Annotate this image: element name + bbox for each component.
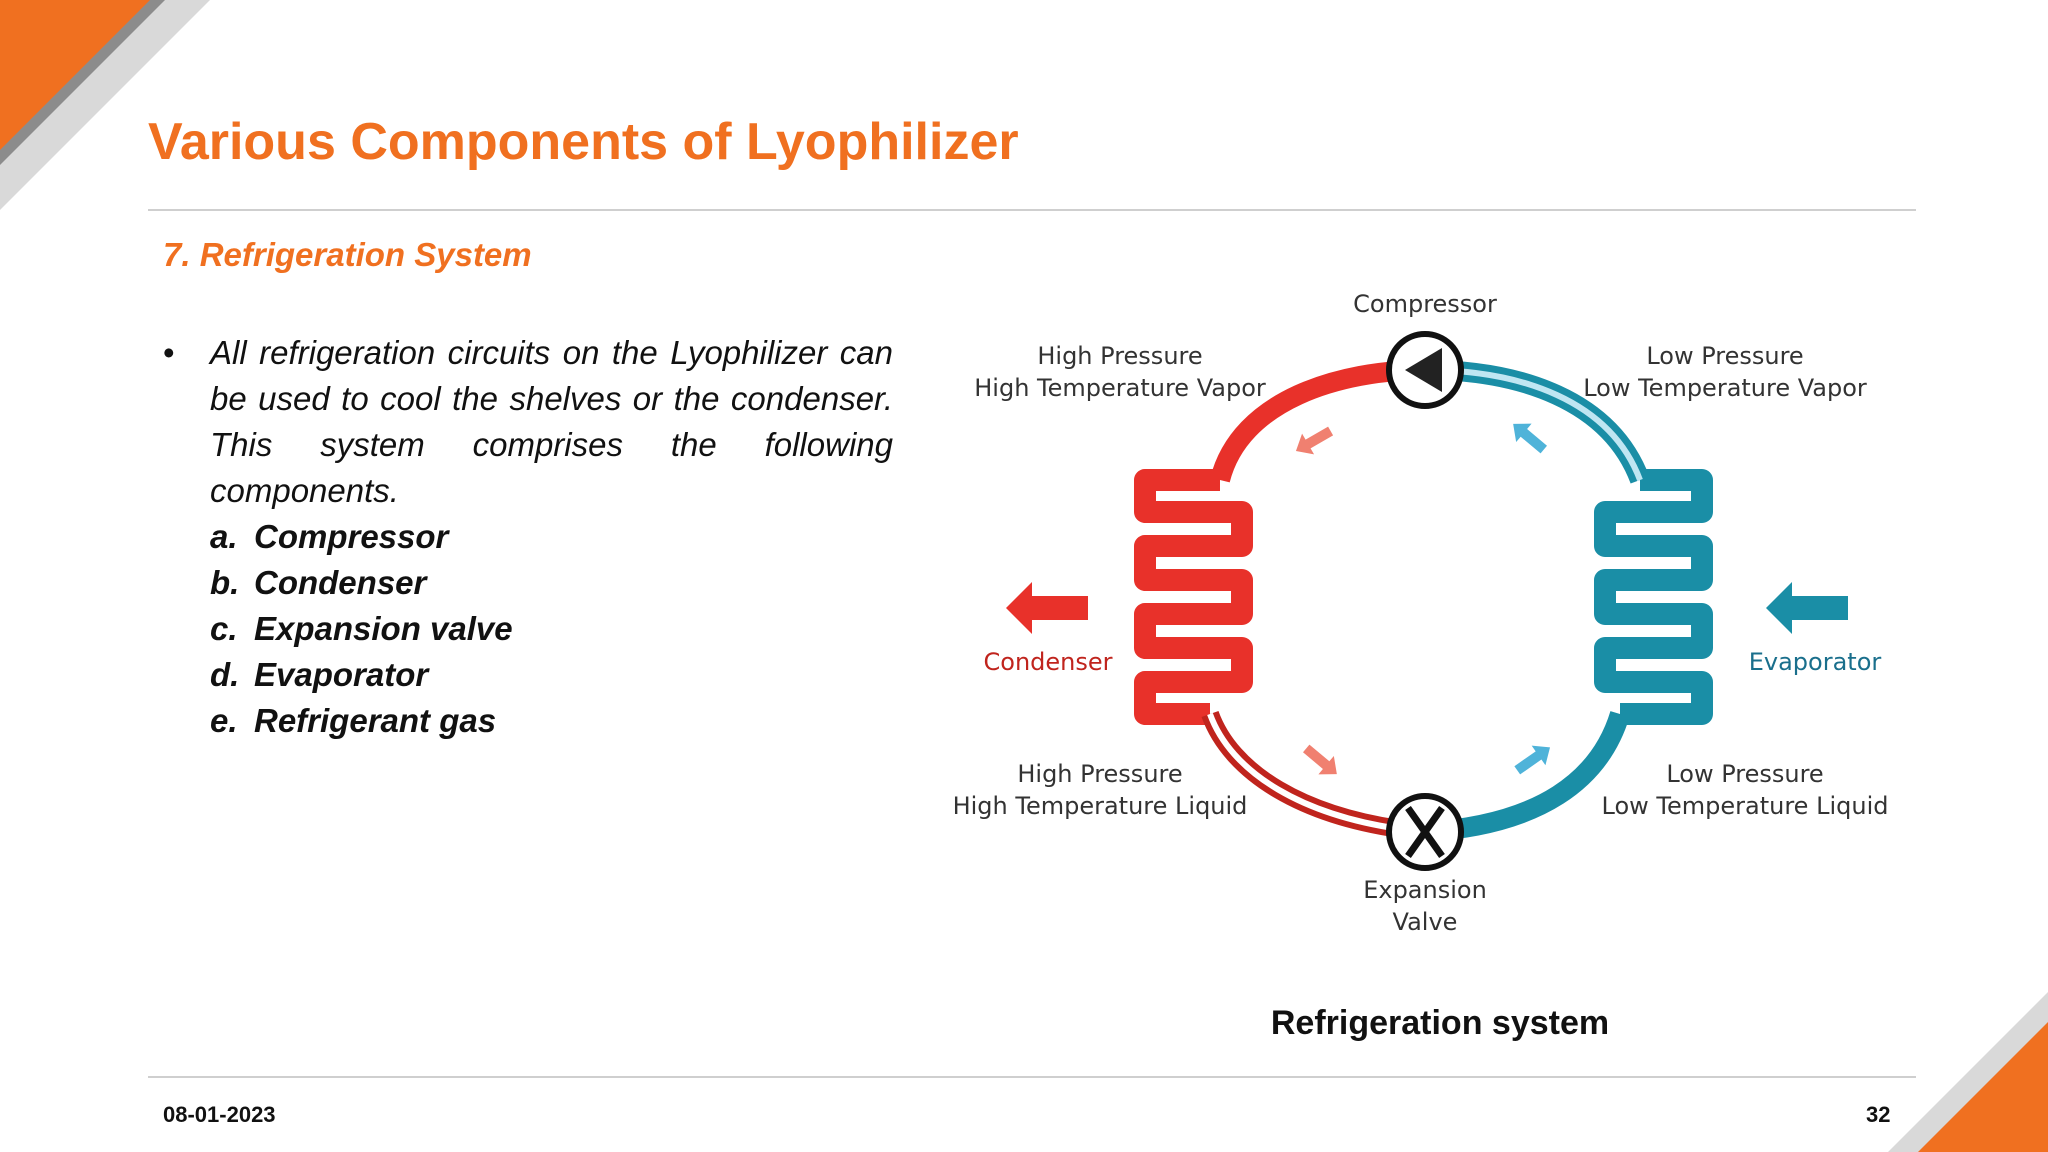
heat-out-arrow-icon [1006, 582, 1088, 634]
bullet-icon: • [163, 334, 175, 371]
heat-in-arrow-icon [1766, 582, 1848, 634]
lp-vapor-label-line1: Low Pressure [1646, 342, 1803, 370]
flow-arrow-icon [1513, 423, 1548, 454]
lp-liquid-label-line2: Low Temperature Liquid [1602, 792, 1889, 820]
slide-title: Various Components of Lyophilizer [148, 113, 1019, 171]
expansion-valve-label-line2: Valve [1393, 908, 1458, 936]
component-item: d. Evaporator [210, 652, 893, 698]
footer-divider [148, 1076, 1916, 1078]
lp-liquid-label-line1: Low Pressure [1666, 760, 1823, 788]
compressor-icon [1386, 331, 1464, 409]
component-item: a. Compressor [210, 514, 893, 560]
expansion-valve-icon [1386, 793, 1464, 871]
component-item: b. Condenser [210, 560, 893, 606]
compressor-label: Compressor [1353, 290, 1497, 318]
hp-liquid-label-line2: High Temperature Liquid [953, 792, 1248, 820]
component-letter: a. [210, 518, 238, 555]
component-label: Condenser [254, 564, 427, 601]
refrigeration-diagram: Compressor High Pressure High Temperatur… [953, 290, 1889, 936]
component-letter: c. [210, 610, 238, 647]
component-label: Evaporator [254, 656, 429, 693]
flow-arrow-icon [1295, 426, 1334, 455]
evaporator-coil [1594, 469, 1713, 725]
hp-liquid-label-line1: High Pressure [1017, 760, 1182, 788]
hp-vapor-label-line2: High Temperature Vapor [974, 374, 1266, 402]
evaporator-label: Evaporator [1749, 648, 1882, 676]
component-label: Compressor [254, 518, 449, 555]
cold-liquid-pipe [1424, 710, 1630, 842]
condenser-coil [1134, 469, 1253, 725]
corner-decoration-bottom-right [1888, 992, 2048, 1152]
expansion-valve-label-line1: Expansion [1363, 876, 1487, 904]
footer-date: 08-01-2023 [163, 1102, 276, 1127]
component-letter: d. [210, 656, 240, 693]
component-item: e. Refrigerant gas [210, 698, 893, 744]
flow-arrow-icon [1514, 745, 1551, 775]
section-title: 7. Refrigeration System [163, 236, 532, 273]
bullet-item: • All refrigeration circuits on the Lyop… [163, 330, 893, 514]
figure-caption: Refrigeration system [1270, 1004, 1610, 1042]
lp-vapor-label-line2: Low Temperature Vapor [1583, 374, 1867, 402]
page-number: 32 [1866, 1102, 1891, 1127]
bullet-text: All refrigeration circuits on the Lyophi… [210, 334, 893, 509]
component-item: c. Expansion valve [210, 606, 893, 652]
component-list: a. Compressor b. Condenser c. Expansion val… [163, 514, 893, 744]
flow-arrow-icon [1302, 744, 1337, 775]
component-label: Refrigerant gas [254, 702, 497, 739]
component-letter: e. [210, 702, 238, 739]
corner-decoration-top-left [0, 0, 210, 210]
component-label: Expansion valve [254, 610, 513, 647]
condenser-label: Condenser [984, 648, 1113, 676]
component-letter: b. [210, 564, 240, 601]
header-divider [148, 209, 1916, 211]
bullet-block: • All refrigeration circuits on the Lyop… [163, 330, 893, 744]
hp-vapor-label-line1: High Pressure [1037, 342, 1202, 370]
